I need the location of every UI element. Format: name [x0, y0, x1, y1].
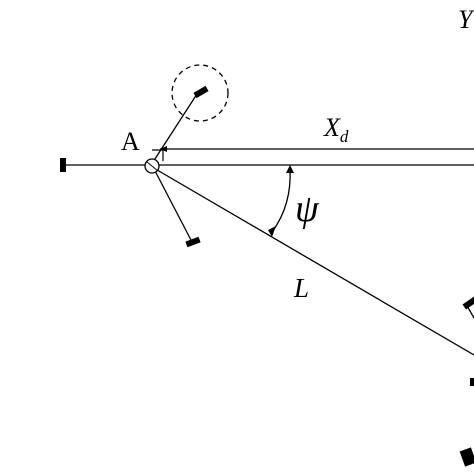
dashed-circle	[171, 64, 229, 122]
label-axis-y: Y	[458, 5, 474, 34]
angle-arrow-bottom	[268, 226, 276, 237]
pivot-cross	[146, 161, 159, 172]
label-distance-x-subscript: d	[340, 127, 349, 146]
diagonal-line-l	[151, 166, 474, 356]
baseline-end-marker	[60, 158, 66, 172]
right-marker-bottom	[459, 447, 474, 467]
label-length-l: L	[293, 273, 309, 303]
right-marker-mid	[470, 378, 474, 386]
label-angle-psi: ψ	[295, 188, 320, 230]
angle-arrow-top	[286, 165, 294, 173]
upper-arm	[152, 93, 198, 163]
label-distance-x-main: X	[323, 113, 341, 142]
lower-arm-marker	[185, 236, 201, 248]
label-distance-x: Xd	[323, 113, 349, 146]
distance-arrow-tick	[160, 146, 167, 152]
upper-arm-marker	[193, 85, 209, 99]
label-point-a: A	[121, 127, 140, 156]
lower-arm	[152, 166, 193, 243]
angle-arc	[271, 167, 291, 233]
right-marker-top-line	[465, 303, 474, 319]
